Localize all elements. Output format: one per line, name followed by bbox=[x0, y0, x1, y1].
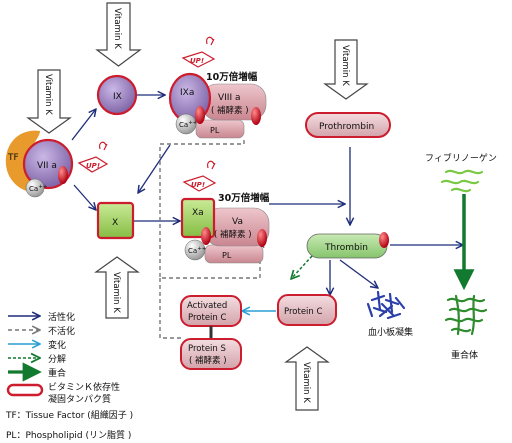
platelet-aggregation-label: 血小板凝集 bbox=[368, 326, 413, 338]
svg-text:( 補酵素 ): ( 補酵素 ) bbox=[211, 105, 249, 116]
up-badge-ixa: UP! bbox=[181, 36, 216, 68]
gla-domain bbox=[195, 106, 205, 124]
svg-text:UP!: UP! bbox=[191, 181, 205, 189]
gla-domain bbox=[58, 166, 68, 184]
vitamin-k-arrow-ix: Vitamin K bbox=[95, 2, 142, 67]
vitamin-k-arrow-protein-c: Vitamin K bbox=[284, 346, 330, 411]
vitamin-k-label: Vitamin K bbox=[340, 45, 350, 86]
ca-label: Ca++ bbox=[179, 120, 198, 129]
svg-text:Protein S: Protein S bbox=[188, 344, 226, 354]
calcium-ion bbox=[25, 178, 45, 198]
up-badge-viia: UP! bbox=[77, 141, 109, 173]
svg-text:PL: PL bbox=[222, 251, 232, 260]
pl-membrane bbox=[195, 119, 245, 139]
svg-text:Prothrombin: Prothrombin bbox=[319, 122, 374, 132]
amplification-x-label: 30万倍増幅 bbox=[218, 192, 270, 204]
legend-vk-dependent-swatch bbox=[6, 383, 44, 397]
svg-text:Thrombin: Thrombin bbox=[324, 243, 368, 253]
ca-label: Ca++ bbox=[29, 184, 48, 193]
svg-text:( 補酵素 ): ( 補酵素 ) bbox=[214, 229, 252, 240]
legend-polymerization-label: 重合 bbox=[48, 369, 67, 379]
svg-text:Protein C: Protein C bbox=[284, 307, 322, 317]
svg-text:PL: PL bbox=[210, 126, 220, 135]
footnote-pl: PL：Phospholipid (リン脂質 ) bbox=[6, 431, 132, 441]
calcium-ion bbox=[184, 239, 206, 261]
legend-degradation-label: 分解 bbox=[48, 355, 67, 365]
tf-viia-complex: TF VII a Ca++ bbox=[5, 130, 74, 198]
thrombin: Thrombin bbox=[306, 232, 389, 259]
viia-label: VII a bbox=[37, 161, 57, 171]
tf-label: TF bbox=[7, 153, 19, 163]
vitamin-k-arrow-viia: Vitamin K bbox=[26, 69, 72, 134]
fibrinogen-icon bbox=[440, 169, 484, 193]
degradation-arrow bbox=[291, 255, 313, 279]
vitamin-k-arrow-prothrombin: Vitamin K bbox=[323, 39, 369, 100]
legend-vk-dependent-label-1: ビタミンＫ依存性 bbox=[48, 383, 121, 393]
platelet-aggregation-icon bbox=[366, 290, 406, 320]
up-badge-xa: UP! bbox=[182, 160, 217, 192]
pl-membrane bbox=[204, 244, 264, 264]
activated-protein-c: Activated Protein C bbox=[180, 295, 242, 327]
svg-text:IX: IX bbox=[113, 92, 122, 102]
legend-change-label: 変化 bbox=[48, 341, 67, 351]
xa-va-complex: Xa Va ( 補酵素 ) Ca++ PL bbox=[180, 197, 270, 264]
prothrombin: Prothrombin bbox=[305, 112, 391, 138]
svg-text:Activated: Activated bbox=[187, 301, 227, 311]
vitamin-k-arrow-x: Vitamin K bbox=[94, 256, 140, 319]
legend bbox=[6, 316, 44, 397]
protein-s: Protein S ( 補酵素 ) bbox=[180, 338, 242, 370]
svg-text:Va: Va bbox=[232, 217, 243, 227]
fibrinogen-label: フィブリノーゲン bbox=[425, 152, 497, 164]
gla-domain bbox=[379, 232, 389, 248]
svg-text:UP!: UP! bbox=[86, 162, 100, 170]
svg-text:IXa: IXa bbox=[180, 88, 194, 98]
gla-domain bbox=[257, 229, 267, 247]
vitamin-k-label: Vitamin K bbox=[112, 8, 122, 49]
calcium-ion bbox=[175, 113, 197, 135]
legend-activation-label: 活性化 bbox=[48, 313, 76, 323]
legend-vk-dependent-label-2: 凝固タンパク質 bbox=[48, 395, 112, 405]
protein-c: Protein C bbox=[277, 294, 337, 326]
ixa-viiia-complex: IXa VIII a ( 補酵素 ) Ca++ PL bbox=[168, 72, 267, 139]
inactivation-lines bbox=[159, 140, 260, 339]
gla-domain bbox=[201, 227, 211, 245]
amplification-ix-label: 10万倍増幅 bbox=[206, 71, 258, 83]
svg-text:VIII a: VIII a bbox=[218, 93, 241, 103]
fibrin-polymer-icon bbox=[444, 294, 488, 336]
legend-inactivation-label: 不活化 bbox=[48, 327, 76, 337]
activation-arrows bbox=[71, 95, 463, 295]
svg-text:UP!: UP! bbox=[190, 57, 204, 65]
svg-text:X: X bbox=[112, 218, 118, 228]
footnote-tf: TF：Tissue Factor (組織因子 ) bbox=[6, 411, 134, 421]
gla-domain bbox=[251, 107, 261, 125]
svg-text:Protein C: Protein C bbox=[188, 313, 226, 323]
ca-label: Ca++ bbox=[188, 246, 207, 255]
svg-text:Xa: Xa bbox=[192, 208, 204, 218]
vitamin-k-label: Vitamin K bbox=[111, 272, 121, 313]
factor-ix: IX bbox=[96, 74, 138, 116]
svg-text:( 補酵素 ): ( 補酵素 ) bbox=[189, 355, 227, 366]
factor-x: X bbox=[96, 201, 135, 240]
vitamin-k-label: Vitamin K bbox=[43, 74, 53, 115]
vitamin-k-label: Vitamin K bbox=[301, 362, 311, 403]
polymer-label: 重合体 bbox=[451, 349, 478, 361]
